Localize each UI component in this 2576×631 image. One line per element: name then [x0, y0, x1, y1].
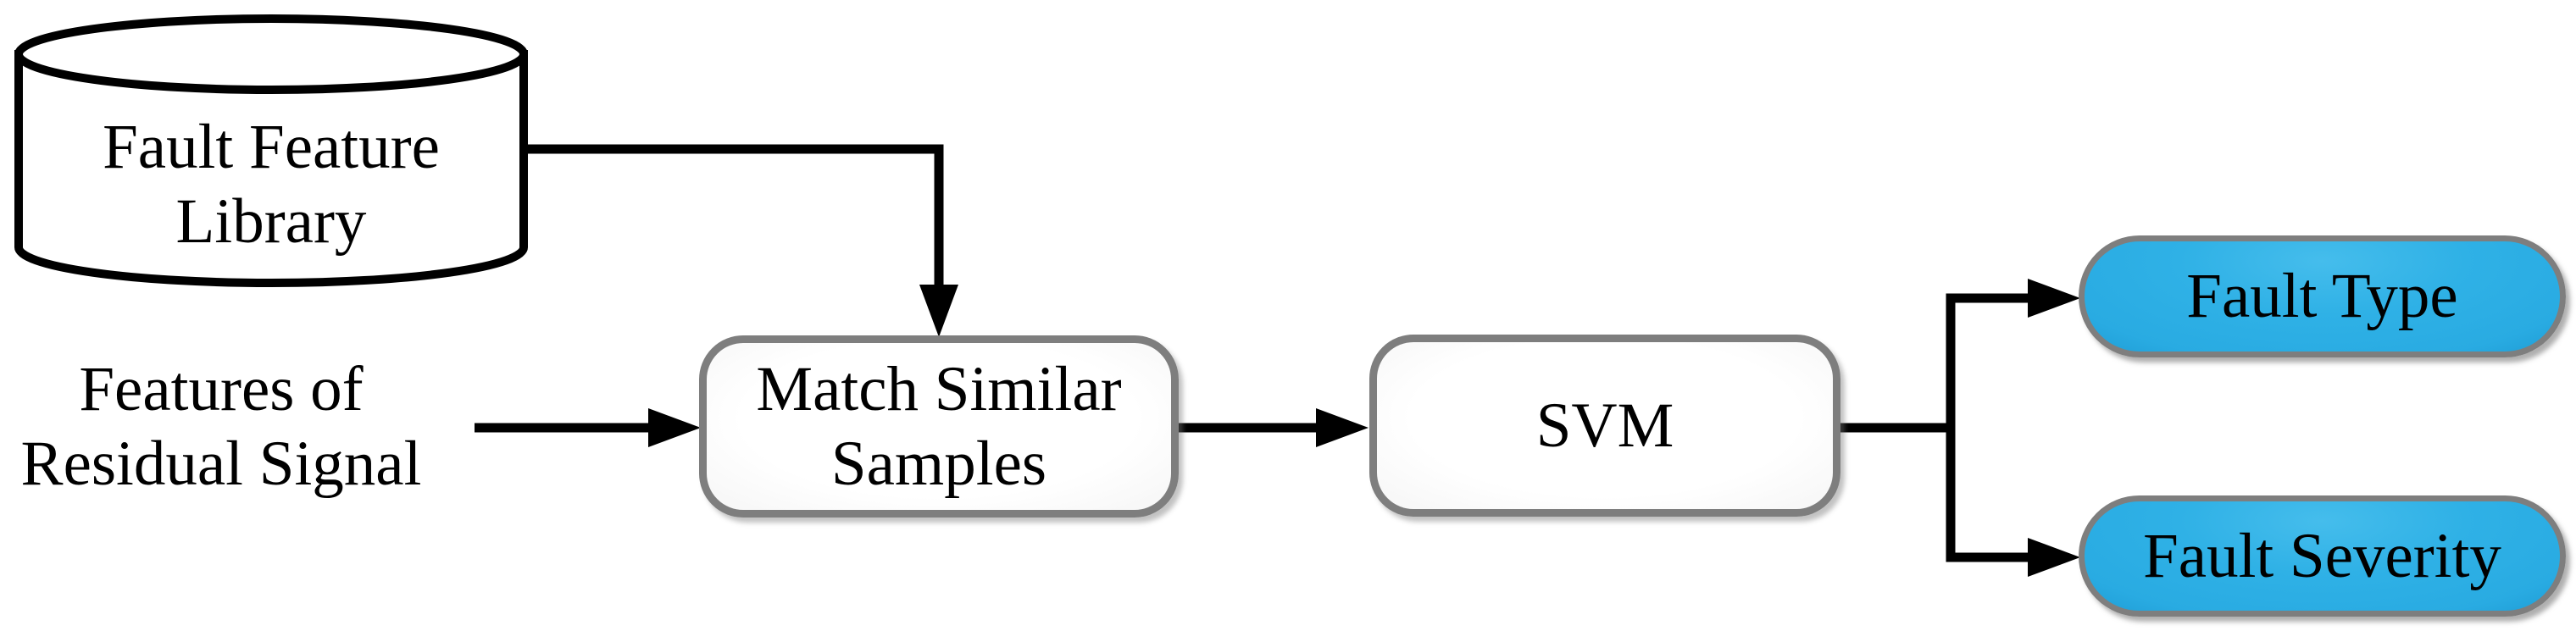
edge-svm-to-outputs	[1840, 279, 2080, 577]
arrowhead-down-icon	[919, 285, 958, 337]
node-match-similar-samples: Match Similar Samples	[699, 335, 1179, 518]
label-line: Residual Signal	[20, 429, 422, 499]
label-line: SVM	[1535, 390, 1674, 461]
arrowhead-right-icon	[1316, 408, 1368, 447]
node-fault-type: Fault Type	[2079, 235, 2566, 357]
database-cylinder-shape	[14, 14, 528, 287]
cylinder-body	[14, 50, 528, 287]
arrowhead-right-icon	[648, 408, 701, 447]
edge-library-to-match	[523, 144, 958, 337]
edge-match-to-svm	[1179, 408, 1368, 447]
node-fault-feature-library-label: Fault Feature Library	[19, 110, 524, 259]
node-fault-severity: Fault Severity	[2079, 495, 2566, 617]
label-line: Samples	[830, 428, 1047, 499]
edge-features-to-match	[475, 408, 701, 447]
node-svm: SVM	[1369, 335, 1840, 517]
label-line: Library	[175, 186, 367, 257]
label-line: Match Similar	[756, 353, 1122, 424]
node-features-of-residual-signal-label: Features of Residual Signal	[0, 352, 442, 501]
label-line: Fault Severity	[2143, 520, 2501, 591]
cylinder-top-ellipse	[14, 14, 528, 94]
arrowhead-right-icon	[2028, 538, 2080, 577]
label-line: Features of	[79, 354, 364, 424]
label-line: Fault Type	[2186, 261, 2458, 331]
arrowhead-right-icon	[2028, 279, 2080, 318]
label-line: Fault Feature	[103, 112, 440, 182]
